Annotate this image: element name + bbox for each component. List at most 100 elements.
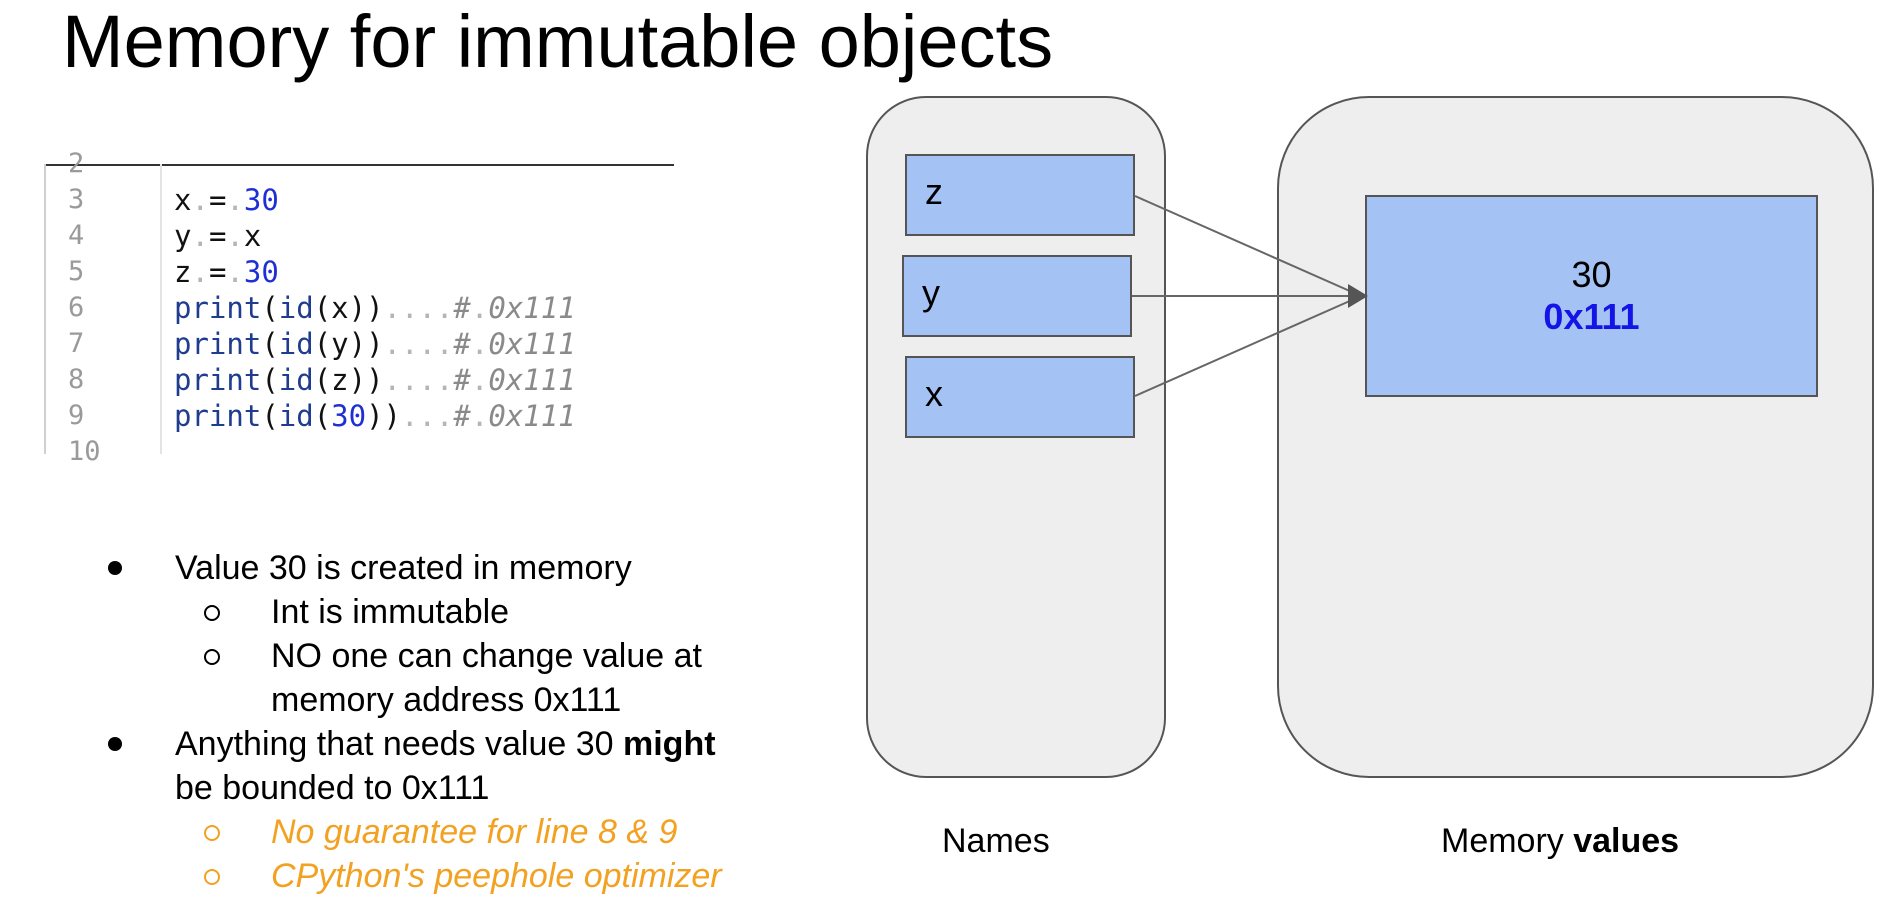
code-token: ...	[401, 399, 454, 433]
code-token: .	[470, 291, 489, 325]
memory-value: 30	[1571, 254, 1612, 295]
code-token: 0x111	[488, 327, 576, 361]
code-token: .	[226, 219, 244, 253]
code-token: x	[174, 183, 192, 217]
code-token: (	[261, 363, 279, 397]
code-token: (	[313, 399, 332, 433]
sub-bullet-no-one-change-cont: memory address 0x111	[271, 681, 622, 719]
memory-caption-bold: values	[1573, 822, 1680, 860]
code-token: x	[243, 219, 262, 253]
code-token: =	[208, 183, 227, 217]
arrowhead	[1348, 284, 1368, 308]
code-token: (x))	[313, 291, 384, 325]
sub-bullet-circle-orange	[204, 825, 220, 841]
code-token: .	[191, 255, 209, 289]
code-token: 0x111	[488, 399, 576, 433]
code-text: z.=.30	[174, 254, 279, 290]
code-line: 10	[44, 434, 674, 470]
line-number: 8	[68, 364, 85, 395]
code-token: id	[278, 363, 314, 397]
code-line: 8 print(id(z))....#.0x111	[44, 362, 674, 398]
code-line: 7 print(id(y))....#.0x111	[44, 326, 674, 362]
line-number: 4	[68, 220, 85, 251]
code-text: print(id(z))....#.0x111	[174, 362, 576, 398]
code-token: id	[278, 327, 314, 361]
code-token: ....	[383, 327, 454, 361]
name-x-label: x	[925, 373, 943, 414]
name-box-z: z	[905, 154, 1135, 236]
bullet-anything-text: Anything that needs value 30	[175, 725, 623, 763]
code-token: print	[174, 291, 262, 325]
code-token: .	[470, 363, 489, 397]
memory-value-box: 30 0x111	[1365, 195, 1818, 397]
note-no-guarantee: No guarantee for line 8 & 9	[271, 813, 678, 851]
code-text: print(id(30))...#.0x111	[174, 398, 576, 434]
arrow-z-to-value	[1134, 195, 1353, 293]
code-token: print	[174, 327, 262, 361]
code-token: (	[261, 399, 279, 433]
sub-bullet-int-immutable: Int is immutable	[271, 593, 510, 631]
code-token: =	[208, 255, 227, 289]
code-token: print	[174, 363, 262, 397]
code-token: z	[174, 255, 192, 289]
line-number: 2	[68, 148, 85, 179]
arrow-x-to-value	[1134, 299, 1353, 397]
code-line: 2	[44, 146, 674, 182]
code-token: #	[453, 399, 471, 433]
code-token: #	[453, 363, 471, 397]
code-token: 0x111	[488, 363, 576, 397]
bullet-dot	[108, 737, 122, 751]
code-text: print(id(x))....#.0x111	[174, 290, 576, 326]
note-peephole-optimizer: CPython's peephole optimizer	[271, 857, 722, 895]
editor-left-border	[44, 164, 46, 454]
bullet-might-bold: might	[623, 725, 716, 763]
code-text: print(id(y))....#.0x111	[174, 326, 576, 362]
code-token: print	[174, 399, 262, 433]
memory-address: 0x111	[1543, 296, 1640, 337]
name-box-x: x	[905, 356, 1135, 438]
name-z-label: z	[925, 171, 943, 212]
name-y-label: y	[922, 272, 940, 313]
code-line: 6 print(id(x))....#.0x111	[44, 290, 674, 326]
code-line: 9 print(id(30))...#.0x111	[44, 398, 674, 434]
line-number: 5	[68, 256, 85, 287]
sub-bullet-no-one-change: NO one can change value at	[271, 637, 702, 675]
code-token: y	[174, 219, 192, 253]
code-token: 0x111	[488, 291, 576, 325]
line-number: 3	[68, 184, 85, 215]
memory-caption-text: Memory	[1441, 822, 1574, 860]
slide-title: Memory for immutable objects	[62, 0, 1054, 83]
sub-bullet-circle	[204, 605, 220, 621]
code-token: 30	[331, 399, 367, 433]
sub-bullet-circle-orange	[204, 869, 220, 885]
code-token: (	[261, 327, 279, 361]
code-text: x.=.30	[174, 182, 279, 218]
code-token: id	[278, 399, 314, 433]
code-token: 30	[243, 183, 279, 217]
bullet-value-created: Value 30 is created in memory	[175, 549, 632, 587]
names-caption: Names	[942, 822, 1050, 860]
code-token: .	[191, 183, 209, 217]
gutter-divider	[160, 164, 162, 454]
line-number: 6	[68, 292, 85, 323]
code-token: .	[191, 219, 209, 253]
code-token: ....	[383, 291, 454, 325]
editor-top-border	[44, 164, 674, 166]
code-token: #	[453, 291, 471, 325]
name-box-y: y	[902, 255, 1132, 337]
bullet-bounded: be bounded to 0x111	[175, 769, 490, 807]
code-token: .	[226, 255, 244, 289]
code-token: 30	[243, 255, 279, 289]
code-token: .	[470, 399, 489, 433]
code-token: .	[470, 327, 489, 361]
code-token: id	[278, 291, 314, 325]
bullet-anything-needs: Anything that needs value 30 might	[175, 722, 716, 766]
line-number: 9	[68, 400, 85, 431]
line-number: 7	[68, 328, 85, 359]
bullet-dot	[108, 561, 122, 575]
